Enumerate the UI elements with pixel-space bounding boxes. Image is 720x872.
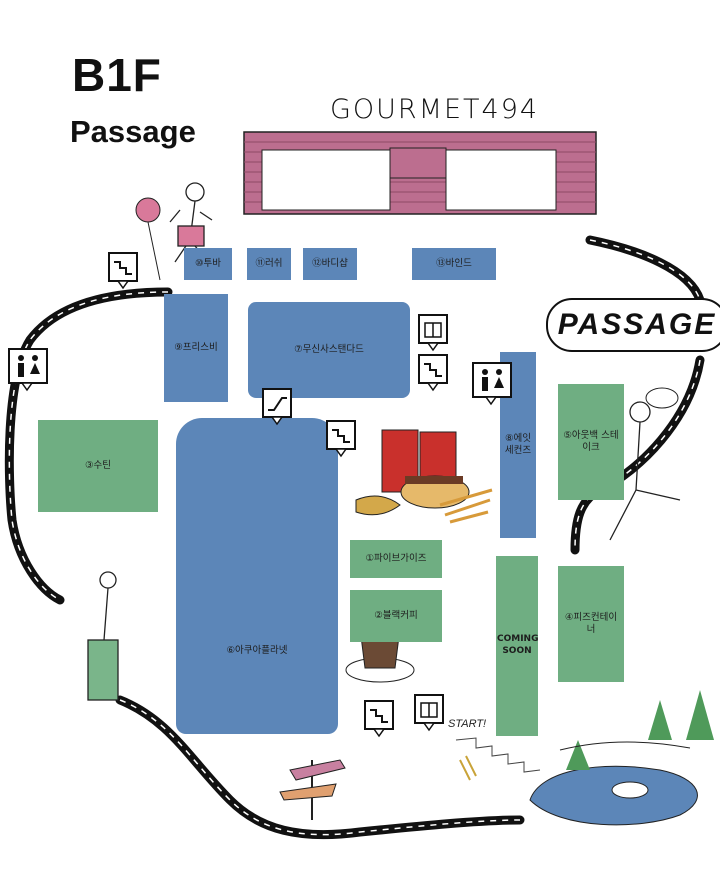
area-subtitle: Passage	[70, 114, 196, 149]
store-label: ①파이브가이즈	[365, 553, 427, 565]
elevator-icon[interactable]	[418, 314, 448, 352]
store-blackcoffee[interactable]: ②블랙커피	[350, 590, 442, 642]
store-bind[interactable]: ⑬바인드	[412, 248, 496, 280]
store-label: ④피즈컨테이너	[564, 612, 618, 635]
store-musinsa[interactable]: ⑦무신사스탠다드	[248, 302, 410, 398]
store-sutin[interactable]: ③수틴	[38, 420, 158, 512]
restroom-icon[interactable]	[472, 362, 512, 406]
escalator-icon[interactable]	[262, 388, 292, 426]
stairs-drawing	[455, 737, 541, 781]
store-outback[interactable]: ⑤아웃백 스테이크	[558, 384, 624, 500]
store-bodyshop[interactable]: ⑫바디샵	[303, 248, 357, 280]
start-label: START!	[448, 718, 487, 730]
elevator-icon[interactable]	[414, 694, 444, 732]
lake-scene	[529, 690, 714, 826]
speech-bubble-2	[645, 387, 679, 409]
person-drawing	[87, 182, 681, 701]
restroom-icon[interactable]	[8, 348, 48, 392]
store-frisbee[interactable]: ⑨프리스비	[164, 294, 228, 402]
store-aquaplanet[interactable]: ⑥아쿠아플라넷	[176, 418, 338, 734]
stairs-icon[interactable]	[364, 700, 394, 738]
gourmet494-sign: GOURMET494	[330, 94, 540, 125]
coming-soon-label: COMING SOON	[497, 634, 539, 656]
store-label: ⑪러쉬	[255, 258, 283, 270]
store-label: ⑩투바	[195, 258, 221, 270]
store-lush[interactable]: ⑪러쉬	[247, 248, 291, 280]
gourmet494-building	[243, 131, 597, 215]
store-fizz-container[interactable]: ④피즈컨테이너	[558, 566, 624, 682]
floor-title: B1F	[72, 49, 162, 101]
store-label: ⑤아웃백 스테이크	[563, 430, 619, 453]
stairs-icon[interactable]	[418, 354, 448, 392]
speech-bubble	[135, 197, 161, 281]
store-label: ⑨프리스비	[174, 342, 218, 354]
store-fiveguys[interactable]: ①파이브가이즈	[350, 540, 442, 578]
store-label: ③수틴	[85, 460, 111, 472]
store-label: ②블랙커피	[374, 610, 418, 622]
store-label: ⑥아쿠아플라넷	[226, 645, 288, 657]
store-coming-soon[interactable]	[496, 556, 538, 736]
five-guys-food-drawing	[355, 429, 493, 524]
stairs-icon[interactable]	[326, 420, 356, 458]
passage-sign: PASSAGE	[546, 298, 720, 352]
store-label: ⑧에잇세컨즈	[504, 433, 532, 456]
stairs-icon[interactable]	[108, 252, 138, 290]
signpost-drawing	[279, 759, 346, 820]
store-label: ⑬바인드	[436, 258, 472, 270]
store-tuba[interactable]: ⑩투바	[184, 248, 232, 280]
store-label: ⑦무신사스탠다드	[294, 344, 364, 356]
store-label: ⑫바디샵	[312, 258, 348, 270]
